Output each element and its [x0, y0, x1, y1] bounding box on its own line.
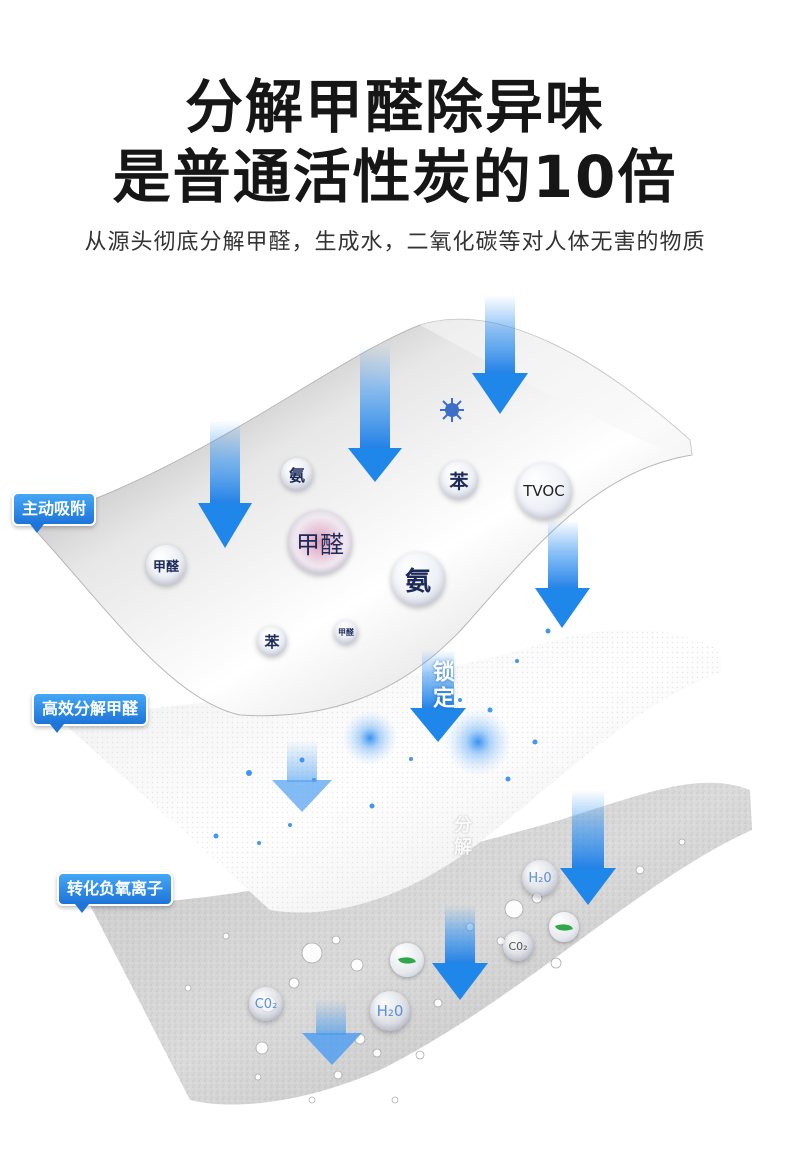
- virus-icon: [440, 398, 464, 422]
- tag-active-adsorption: 主动吸附: [12, 492, 97, 533]
- bubble-h2o-center: H₂0: [370, 991, 410, 1031]
- tag-decompose-formaldehyde: 高效分解甲醛: [32, 692, 149, 733]
- leaf-icon: [390, 943, 424, 977]
- subtitle: 从源头彻底分解甲醛，生成水，二氧化碳等对人体无害的物质: [84, 230, 706, 255]
- bubble-co2-left: C0₂: [249, 987, 283, 1021]
- title-line-2: 是普通活性炭的10倍: [112, 143, 678, 211]
- middle-layer-sheet: [60, 629, 722, 913]
- bubble-h2o-right: H₂0: [522, 860, 558, 896]
- arrow-middle-left: [272, 740, 332, 812]
- arrow-lock: [410, 650, 466, 742]
- bubble-formaldehyde-tiny: 甲醛: [334, 620, 358, 644]
- leaf-icon-small: [549, 912, 579, 942]
- bubble-formaldehyde-big: 甲醛: [288, 510, 352, 574]
- arrow-bottom-right: [560, 790, 616, 905]
- bubble-ammonia-small: 氨: [281, 458, 313, 490]
- bubble-formaldehyde-left: 甲醛: [146, 545, 186, 585]
- arrow-bottom-left: [302, 1000, 362, 1065]
- arrow-top-right: [472, 295, 528, 414]
- bubble-tvoc: TVOC: [516, 463, 572, 519]
- title-line-1: 分解甲醛除异味: [184, 73, 605, 141]
- bubble-co2-right: C0₂: [503, 931, 533, 961]
- bubble-benzene-right: 苯: [440, 461, 478, 499]
- tag-negative-oxygen-ions: 转化负氧离子: [57, 872, 174, 913]
- label-lock: 锁定: [429, 660, 454, 712]
- label-decompose: 分解: [451, 815, 472, 859]
- bubble-benzene-small: 苯: [257, 626, 287, 656]
- arrow-right-down: [535, 520, 590, 628]
- bubble-ammonia-big: 氨: [391, 552, 445, 606]
- arrow-top-center: [348, 345, 402, 482]
- arrow-top-left: [198, 420, 252, 548]
- arrow-bottom-center: [432, 905, 488, 1000]
